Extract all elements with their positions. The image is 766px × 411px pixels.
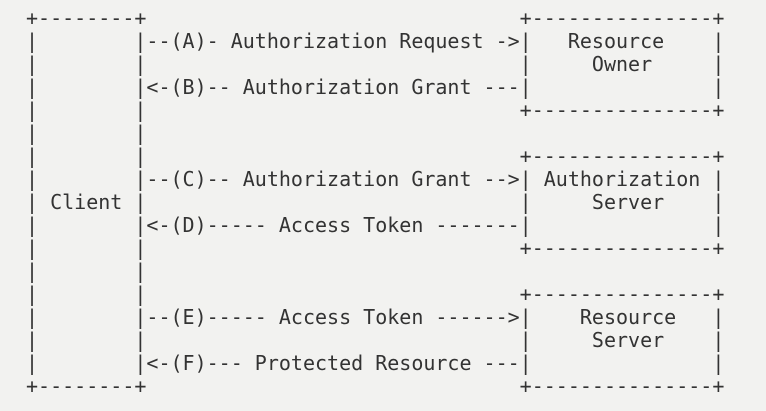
oauth-abstract-flow-diagram: +--------+ +---------------+ | |--(A)- A… xyxy=(26,6,725,398)
